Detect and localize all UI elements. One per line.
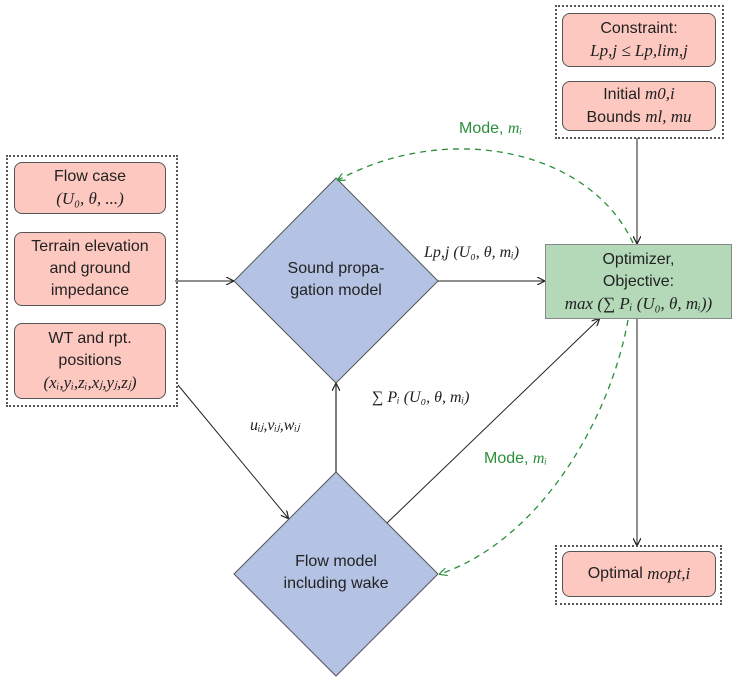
sound-model-line-1: Sound propa- [287, 260, 385, 277]
constraint-expression: Lp,j ≤ Lp,lim,j [590, 41, 688, 60]
terrain-line-1: Terrain elevation [31, 238, 149, 255]
mode-top-text: Mode, [459, 120, 508, 137]
edge-label-power-sum: ∑ Pᵢ (U₀, θ, mᵢ) [372, 389, 470, 406]
inputs-group [6, 155, 178, 407]
flow-model-line-2: including wake [283, 575, 389, 592]
edge-flow-to-optimizer [386, 319, 599, 524]
bounds-math: ml, mu [645, 107, 692, 126]
positions-box: WT and rpt. positions (xᵢ,yᵢ,zᵢ,xⱼ,yⱼ,zⱼ… [14, 323, 166, 399]
positions-coords: (xᵢ,yᵢ,zᵢ,xⱼ,yⱼ,zⱼ) [43, 373, 137, 392]
bounds-label: Bounds [586, 109, 646, 126]
mode-bottom-math: mᵢ [532, 450, 548, 467]
flow-case-box: Flow case (U₀, θ, ...) [14, 162, 166, 214]
optimizer-objective-expression: max (∑ Pᵢ (U₀, θ, mᵢ)) [564, 293, 713, 313]
mode-label-top: Mode, mᵢ [459, 120, 522, 138]
edge-label-sound-level: Lp,j (U₀, θ, mᵢ) [424, 244, 520, 261]
flow-model-label: Flow model including wake [256, 551, 416, 595]
constraints-group [555, 5, 724, 139]
initial-label: Initial [603, 86, 646, 103]
initial-math: m0,i [645, 84, 675, 103]
flow-model-line-1: Flow model [295, 553, 377, 570]
initial-bounds-box: Initial m0,i Bounds ml, mu [562, 81, 716, 131]
optimal-box: Optimal mopt,i [562, 551, 716, 597]
mode-label-bottom: Mode, mᵢ [484, 450, 547, 468]
mode-arrow-to-flow [440, 319, 629, 574]
edge-inputs-to-flow [177, 384, 288, 518]
edge-label-velocities: uᵢⱼ,vᵢⱼ,wᵢⱼ [250, 417, 300, 434]
positions-line-1: WT and rpt. [48, 330, 132, 347]
output-group [555, 545, 722, 605]
flow-case-params: (U₀, θ, ...) [56, 189, 124, 208]
positions-line-2: positions [58, 352, 122, 369]
terrain-line-2: and ground [49, 260, 131, 277]
constraint-box: Constraint: Lp,j ≤ Lp,lim,j [562, 13, 716, 67]
optimizer-box: Optimizer, Objective: max (∑ Pᵢ (U₀, θ, … [545, 244, 732, 319]
optimal-label: Optimal [587, 565, 648, 582]
optimizer-title: Optimizer, [602, 250, 675, 268]
optimal-math: mopt,i [647, 564, 691, 583]
mode-bottom-text: Mode, [484, 450, 533, 467]
optimizer-objective-label: Objective: [602, 272, 675, 290]
mode-arrow-to-sound [338, 148, 634, 244]
terrain-line-3: impedance [50, 282, 130, 299]
sound-model-line-2: gation model [290, 282, 382, 299]
initial-line: Initial m0,i [603, 83, 675, 106]
terrain-box: Terrain elevation and ground impedance [14, 232, 166, 306]
constraint-title: Constraint: [600, 20, 678, 37]
mode-top-math: mᵢ [507, 120, 523, 137]
sound-model-label: Sound propa- gation model [256, 258, 416, 302]
flow-case-title: Flow case [53, 168, 127, 185]
bounds-line: Bounds ml, mu [587, 106, 692, 129]
